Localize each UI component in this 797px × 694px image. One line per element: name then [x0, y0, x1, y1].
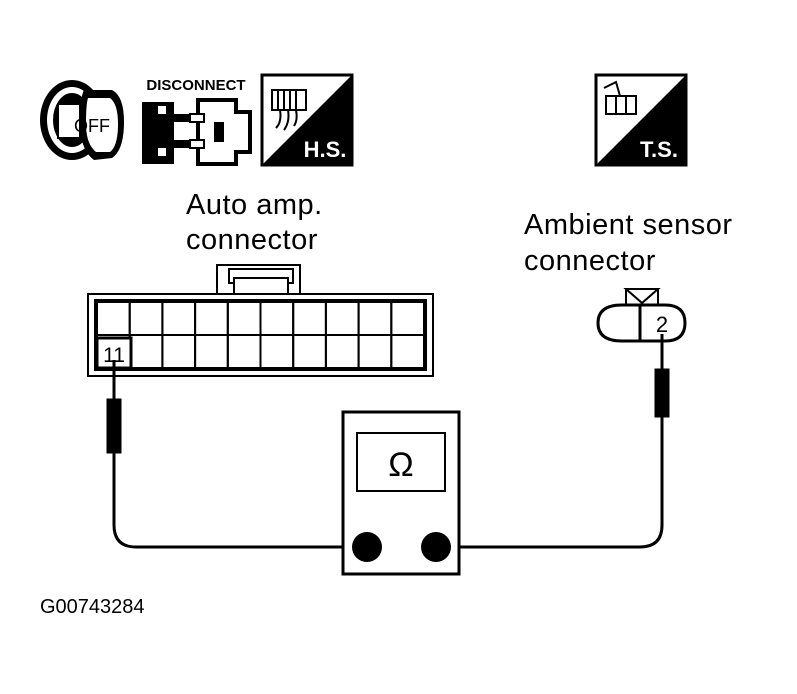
meter-terminal-left — [352, 532, 382, 562]
terminal-side-icon: T.S. — [594, 73, 688, 167]
terminal-side-text: T.S. — [640, 137, 678, 162]
connector-cavity — [390, 334, 425, 369]
ignition-off-text: OFF — [74, 116, 110, 136]
auto-amp-connector: 11 — [87, 264, 434, 377]
disconnect-icon: DISCONNECT — [142, 77, 252, 166]
auto-amp-label-line2: connector — [186, 224, 318, 256]
disconnect-text: DISCONNECT — [146, 77, 245, 94]
ambient-sensor-label-line1: Ambient sensor — [524, 209, 733, 241]
test-leads — [106, 334, 670, 549]
auto-amp-terminal-label: 11 — [103, 344, 125, 367]
ohmmeter: Ω — [341, 410, 461, 576]
auto-amp-label-line1: Auto amp. — [186, 189, 323, 221]
harness-side-icon: H.S. — [260, 73, 354, 167]
ohm-symbol: Ω — [388, 446, 413, 484]
ambient-sensor-label-line2: connector — [524, 245, 656, 277]
figure-code: G00743284 — [40, 596, 145, 618]
ambient-sensor-terminal-label: 2 — [656, 312, 668, 337]
meter-terminal-right — [421, 532, 451, 562]
harness-side-text: H.S. — [304, 137, 347, 162]
ambient-sensor-connector: 2 — [596, 288, 687, 343]
ignition-off-icon: OFF — [40, 80, 124, 160]
